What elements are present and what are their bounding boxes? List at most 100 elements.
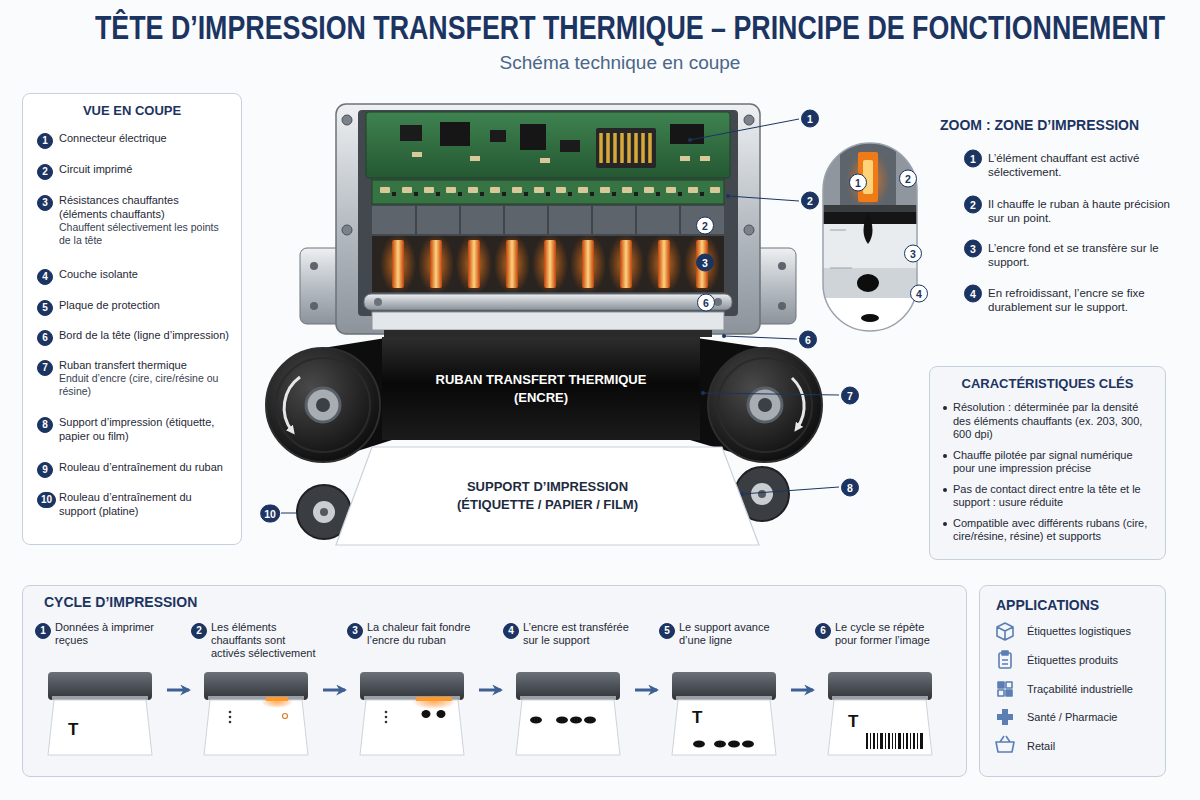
circuit-board: [560, 140, 580, 152]
label-holder: 1: [849, 173, 867, 192]
callout-number: 6: [815, 623, 831, 639]
zoom-capsule: [823, 205, 917, 212]
item-holder: Bord de la tête (ligne d’impression): [59, 328, 235, 342]
label-holder: 2: [899, 169, 917, 188]
label-holder: 4: [910, 284, 928, 303]
cycle-picture: [866, 733, 868, 749]
leader-dot: [688, 138, 692, 142]
application-icon: [1002, 660, 1008, 664]
callout-number: 4: [964, 285, 982, 303]
label-holder: Schéma technique en coupe: [420, 52, 820, 74]
platen-roller: [758, 490, 766, 498]
circuit-board: [470, 156, 480, 161]
callout-number: 1: [849, 174, 867, 192]
cycle-picture: [676, 696, 772, 700]
flow-arrow: [167, 689, 189, 692]
leader-dot: [688, 138, 744, 496]
step-text: Le support avance d’une ligne: [679, 621, 789, 647]
item-holder: Connecteur électrique: [59, 131, 235, 145]
subtitle: Schéma technique en coupe: [420, 52, 820, 74]
leader-dot: [726, 194, 730, 198]
callout-number: 3: [37, 195, 53, 211]
step-text: Le cycle se répète pour former l’image: [835, 621, 945, 647]
callout-number: 4: [37, 269, 53, 285]
heating-elements: [608, 234, 644, 294]
application-text: Étiquettes logistiques: [1027, 624, 1161, 638]
media-text: SUPPORT D’IMPRESSION (ÉTIQUETTE / PAPIER…: [443, 478, 653, 514]
heating-elements: [418, 234, 454, 294]
page-title: TÊTE D’IMPRESSION TRANSFERT THERMIQUE – …: [95, 8, 1165, 46]
printed-sample: T: [68, 721, 78, 739]
cycle-picture: [913, 733, 915, 749]
print-sample-holder: T: [68, 721, 78, 739]
bullet-item: Chauffe pilotée par signal numérique pou…: [943, 449, 1155, 476]
media-shape: [335, 446, 760, 546]
circuit-board: [490, 130, 506, 142]
step-text: Données à imprimer reçues: [55, 621, 165, 647]
bullet-dot: [943, 454, 947, 458]
bullet-item: Résolution : déterminée par la densité d…: [943, 401, 1155, 442]
application-text: Retail: [1027, 739, 1161, 753]
callout-number: 6: [697, 294, 715, 312]
cycle-picture: [714, 741, 726, 748]
panel-fill: [23, 586, 967, 777]
label-holder: 1: [964, 149, 982, 168]
label-holder: 1: [801, 109, 819, 128]
protection-plate: [374, 298, 382, 306]
callout-number: 1: [964, 150, 982, 168]
part-name: Rouleau d’entraînement du support (plati…: [59, 490, 229, 518]
cycle-picture: [903, 733, 904, 749]
panel-fill: [980, 586, 1166, 777]
callout-number: 6: [37, 330, 53, 346]
part-name: Bord de la tête (ligne d’impression): [59, 328, 229, 342]
label-holder: 8: [841, 478, 859, 497]
circuit-board: [400, 125, 422, 141]
zoom-capsule: [830, 230, 852, 268]
cycle-picture: [516, 700, 620, 755]
insulating-layer: [416, 206, 680, 234]
callout-number: 5: [37, 300, 53, 316]
cycle-picture: [422, 710, 431, 718]
callout-number: 1: [801, 110, 819, 128]
application-row: Santé / Pharmacie: [1027, 710, 1161, 724]
part-name: Couche isolante: [59, 267, 229, 281]
callout-number: 1: [37, 133, 53, 149]
application-row: Retail: [1027, 739, 1161, 753]
step-text-holder: Le cycle se répète pour former l’image: [835, 621, 945, 647]
application-icon: [997, 709, 1013, 725]
callout-number: 2: [37, 164, 53, 180]
ribbon-roller: [316, 398, 330, 412]
callout-number: 2: [696, 217, 714, 235]
platen-roller: [320, 508, 328, 516]
cycle-step: 3La chaleur fait fondre l’encre du ruban: [347, 620, 477, 760]
cycle-picture: [360, 672, 464, 700]
printed-sample: T: [692, 709, 702, 727]
band-text-holder: RUBAN TRANSFERT THERMIQUE (ENCRE): [382, 337, 700, 440]
cycle-picture: [204, 700, 308, 755]
section-heading: ZOOM : ZONE D’IMPRESSION: [940, 117, 1170, 134]
application-icon: [997, 623, 1013, 640]
callout-number: 10: [260, 505, 280, 523]
cycle-picture: [906, 733, 908, 749]
item-holder: Circuit imprimé: [59, 162, 235, 176]
zoom-capsule: [823, 143, 917, 331]
callout-holder: 5: [659, 620, 675, 639]
bullet-list: Résolution : déterminée par la densité d…: [943, 401, 1155, 551]
cycle-picture: [832, 696, 928, 700]
cycle-picture: [880, 733, 883, 749]
callout-number: 10: [37, 492, 56, 508]
cycle-picture: [873, 733, 875, 749]
ribbon-band: RUBAN TRANSFERT THERMIQUE (ENCRE): [382, 337, 700, 440]
callout-number: 7: [841, 387, 859, 405]
cycle-picture: [520, 696, 616, 700]
flow-arrow: [635, 689, 657, 692]
print-head-housing: [744, 115, 754, 125]
item-holder: Support d’impression (étiquette, papier …: [59, 415, 235, 443]
circuit-board: [412, 152, 422, 157]
application-text: Traçabilité industrielle: [1027, 682, 1161, 696]
print-head-housing: [300, 104, 796, 334]
callout-holder: 10: [37, 489, 56, 508]
ribbon-roller: [718, 358, 812, 452]
cycle-step: 6Le cycle se répète pour former l’imageT: [815, 620, 945, 760]
